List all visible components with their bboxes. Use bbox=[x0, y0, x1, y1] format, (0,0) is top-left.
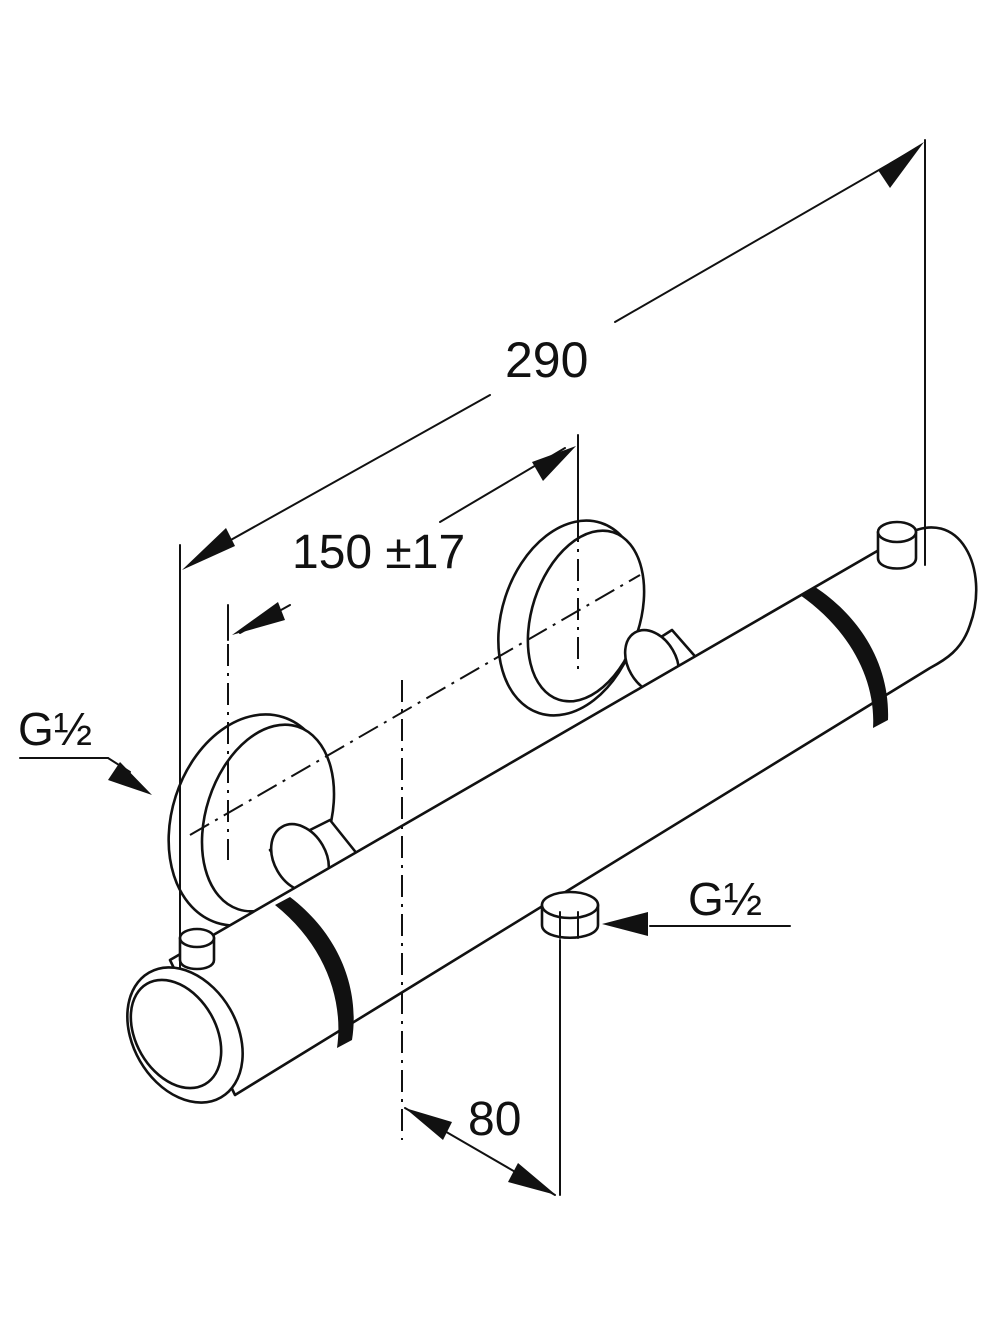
top-left-knob bbox=[178, 927, 216, 971]
mixer-body bbox=[126, 526, 978, 1104]
dimension-290-label: 290 bbox=[505, 332, 588, 388]
inlet-thread-callout: G½ bbox=[18, 703, 152, 795]
dimension-150-label: 150 ±17 bbox=[292, 526, 465, 579]
bottom-outlet bbox=[540, 890, 600, 940]
dimension-150: 150 ±17 bbox=[227, 434, 579, 641]
outlet-thread-label: G½ bbox=[688, 873, 762, 925]
left-body-band bbox=[275, 897, 354, 1048]
top-right-knob bbox=[876, 520, 918, 570]
right-wall-rosette bbox=[497, 519, 702, 717]
right-body-band bbox=[800, 587, 889, 728]
outlet-thread-callout: G½ bbox=[602, 873, 791, 936]
dimension-80: 80 bbox=[401, 680, 561, 1196]
inlet-axis-line bbox=[189, 574, 641, 836]
dimension-290: 290 bbox=[179, 139, 926, 969]
inlet-thread-label: G½ bbox=[18, 703, 92, 755]
dimension-80-label: 80 bbox=[468, 1093, 521, 1146]
